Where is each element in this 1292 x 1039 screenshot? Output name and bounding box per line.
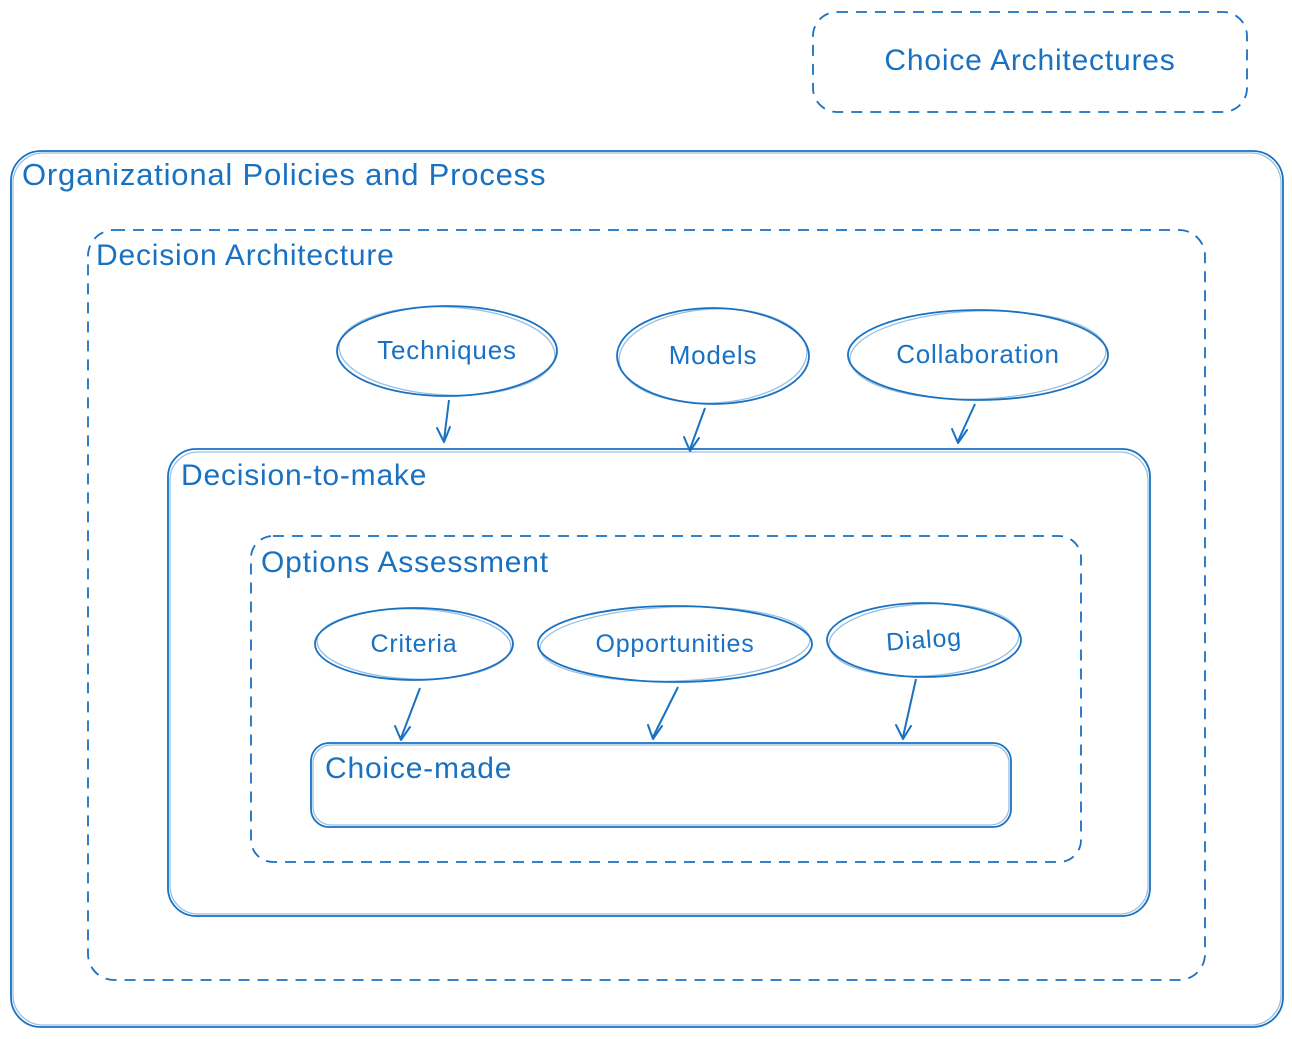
organizational-policies-box <box>10 150 1284 1028</box>
decision-to-make-box-sketch <box>169 451 1149 915</box>
options-assessment-label: Options Assessment <box>261 546 549 579</box>
decision-architecture-label: Decision Architecture <box>96 239 395 272</box>
arrow-collaboration-to-decision <box>951 403 976 444</box>
organizational-policies-label: Organizational Policies and Process <box>22 157 547 192</box>
opportunities-ellipse <box>537 605 813 683</box>
dialog-ellipse-sketch <box>828 603 1020 677</box>
arrow-opportunities-to-choice <box>647 686 679 740</box>
decision-to-make-box <box>167 448 1151 917</box>
collaboration-ellipse-sketch <box>849 310 1107 400</box>
choice-architectures-box <box>812 11 1248 113</box>
choice-made-box-sketch <box>312 744 1010 826</box>
opportunities-ellipse-sketch <box>539 606 811 682</box>
techniques-ellipse-sketch <box>338 306 556 396</box>
dialog-ellipse <box>826 602 1022 678</box>
techniques-label: Techniques <box>377 335 517 366</box>
arrow-criteria-to-choice <box>394 687 421 741</box>
collaboration-ellipse <box>847 309 1109 401</box>
techniques-ellipse <box>336 305 558 397</box>
decision-architecture-box <box>87 229 1206 981</box>
arrow-models-to-decision <box>683 407 706 452</box>
organizational-policies-box-sketch <box>12 152 1282 1026</box>
models-ellipse <box>616 307 810 405</box>
dialog-label: Dialog <box>885 623 963 657</box>
choice-architectures-label: Choice Architectures <box>884 44 1176 78</box>
choice-made-label: Choice-made <box>325 752 513 785</box>
arrow-dialog-to-choice <box>895 678 917 740</box>
criteria-label: Criteria <box>370 629 458 658</box>
options-assessment-box <box>250 535 1082 863</box>
collaboration-label: Collaboration <box>896 339 1060 370</box>
criteria-ellipse <box>314 607 514 681</box>
arrow-techniques-to-decision <box>436 399 451 443</box>
models-label: Models <box>668 340 758 371</box>
choice-made-box <box>310 742 1012 828</box>
opportunities-label: Opportunities <box>595 629 755 658</box>
decision-to-make-label: Decision-to-make <box>181 459 428 492</box>
models-ellipse-sketch <box>618 308 808 404</box>
criteria-ellipse-sketch <box>316 608 512 680</box>
